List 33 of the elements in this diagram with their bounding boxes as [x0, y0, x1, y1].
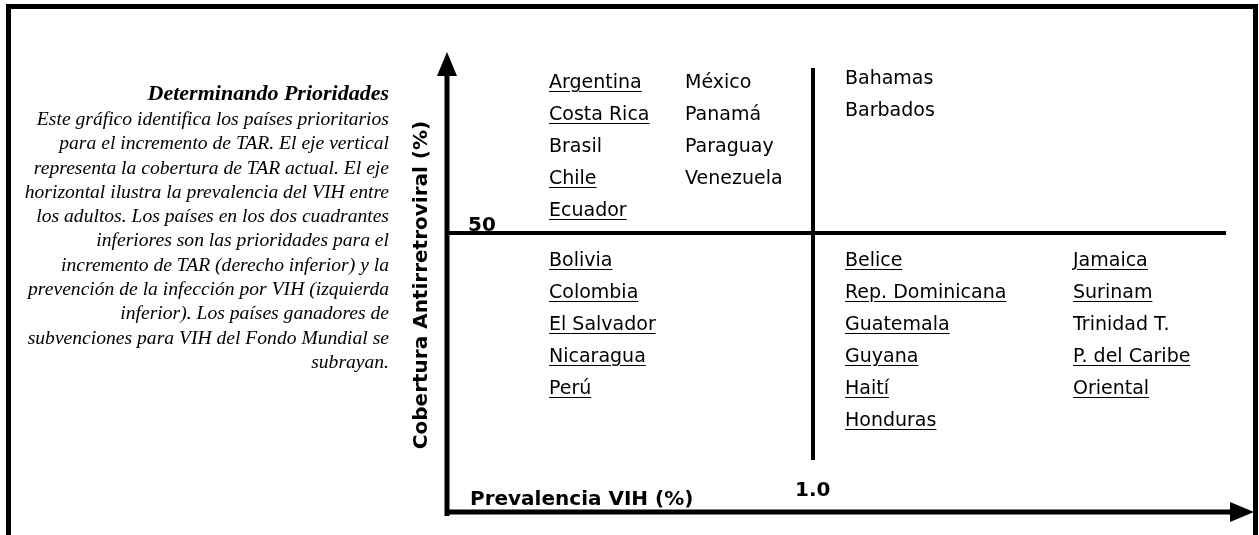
country-name: Haití [845, 376, 889, 398]
country-name: Ecuador [549, 198, 627, 220]
country-name: Trinidad T. [1073, 312, 1170, 334]
country-name: Colombia [549, 280, 639, 302]
country-name: Brasil [549, 134, 602, 156]
country-name: Bahamas [845, 66, 934, 88]
country-name: Barbados [845, 98, 935, 120]
country-name: Oriental [1073, 376, 1150, 398]
country-name: Rep. Dominicana [845, 280, 1007, 302]
country-name: Panamá [685, 102, 762, 124]
axis-label: Prevalencia VIH (%) [470, 487, 694, 509]
axis-threshold: 1.0 [795, 478, 831, 500]
country-name: Belice [845, 248, 903, 270]
country-name: Guyana [845, 344, 919, 366]
country-name: Honduras [845, 408, 937, 430]
country-name: Surinam [1073, 280, 1153, 302]
country-name: Jamaica [1073, 248, 1148, 270]
country-name: P. del Caribe [1073, 344, 1191, 366]
country-name: Chile [549, 166, 597, 188]
country-name: México [685, 70, 752, 92]
heading: Determinando Prioridades [146, 80, 389, 106]
country-name: Venezuela [685, 166, 783, 188]
country-name: Perú [549, 376, 592, 398]
country-name: Paraguay [685, 134, 774, 156]
country-name: Argentina [549, 70, 642, 92]
axis-threshold: 50 [468, 213, 496, 235]
axis-label: Cobertura Antirretroviral (%) [409, 120, 431, 450]
country-name: Costa Rica [549, 102, 650, 124]
country-name: Nicaragua [549, 344, 646, 366]
country-name: El Salvador [549, 312, 656, 334]
country-name: Bolivia [549, 248, 613, 270]
caption-text: Este gráfico identifica los países prioritarios para el incremento de TAR. El eje vertical representa la cobertura de TAR actual. El eje horizontal ilustra la prevalencia del VIH entre los adultos. Los países en los dos cuadrantes inferiores son las prioridades para el incremento de TAR (derecho inferior) y la prevención de la infección por VIH (izquierda inferior). Los países ganadores de subvenciones para VIH del Fondo Mundial se subrayan. [23, 107, 389, 374]
country-name: Guatemala [845, 312, 950, 334]
